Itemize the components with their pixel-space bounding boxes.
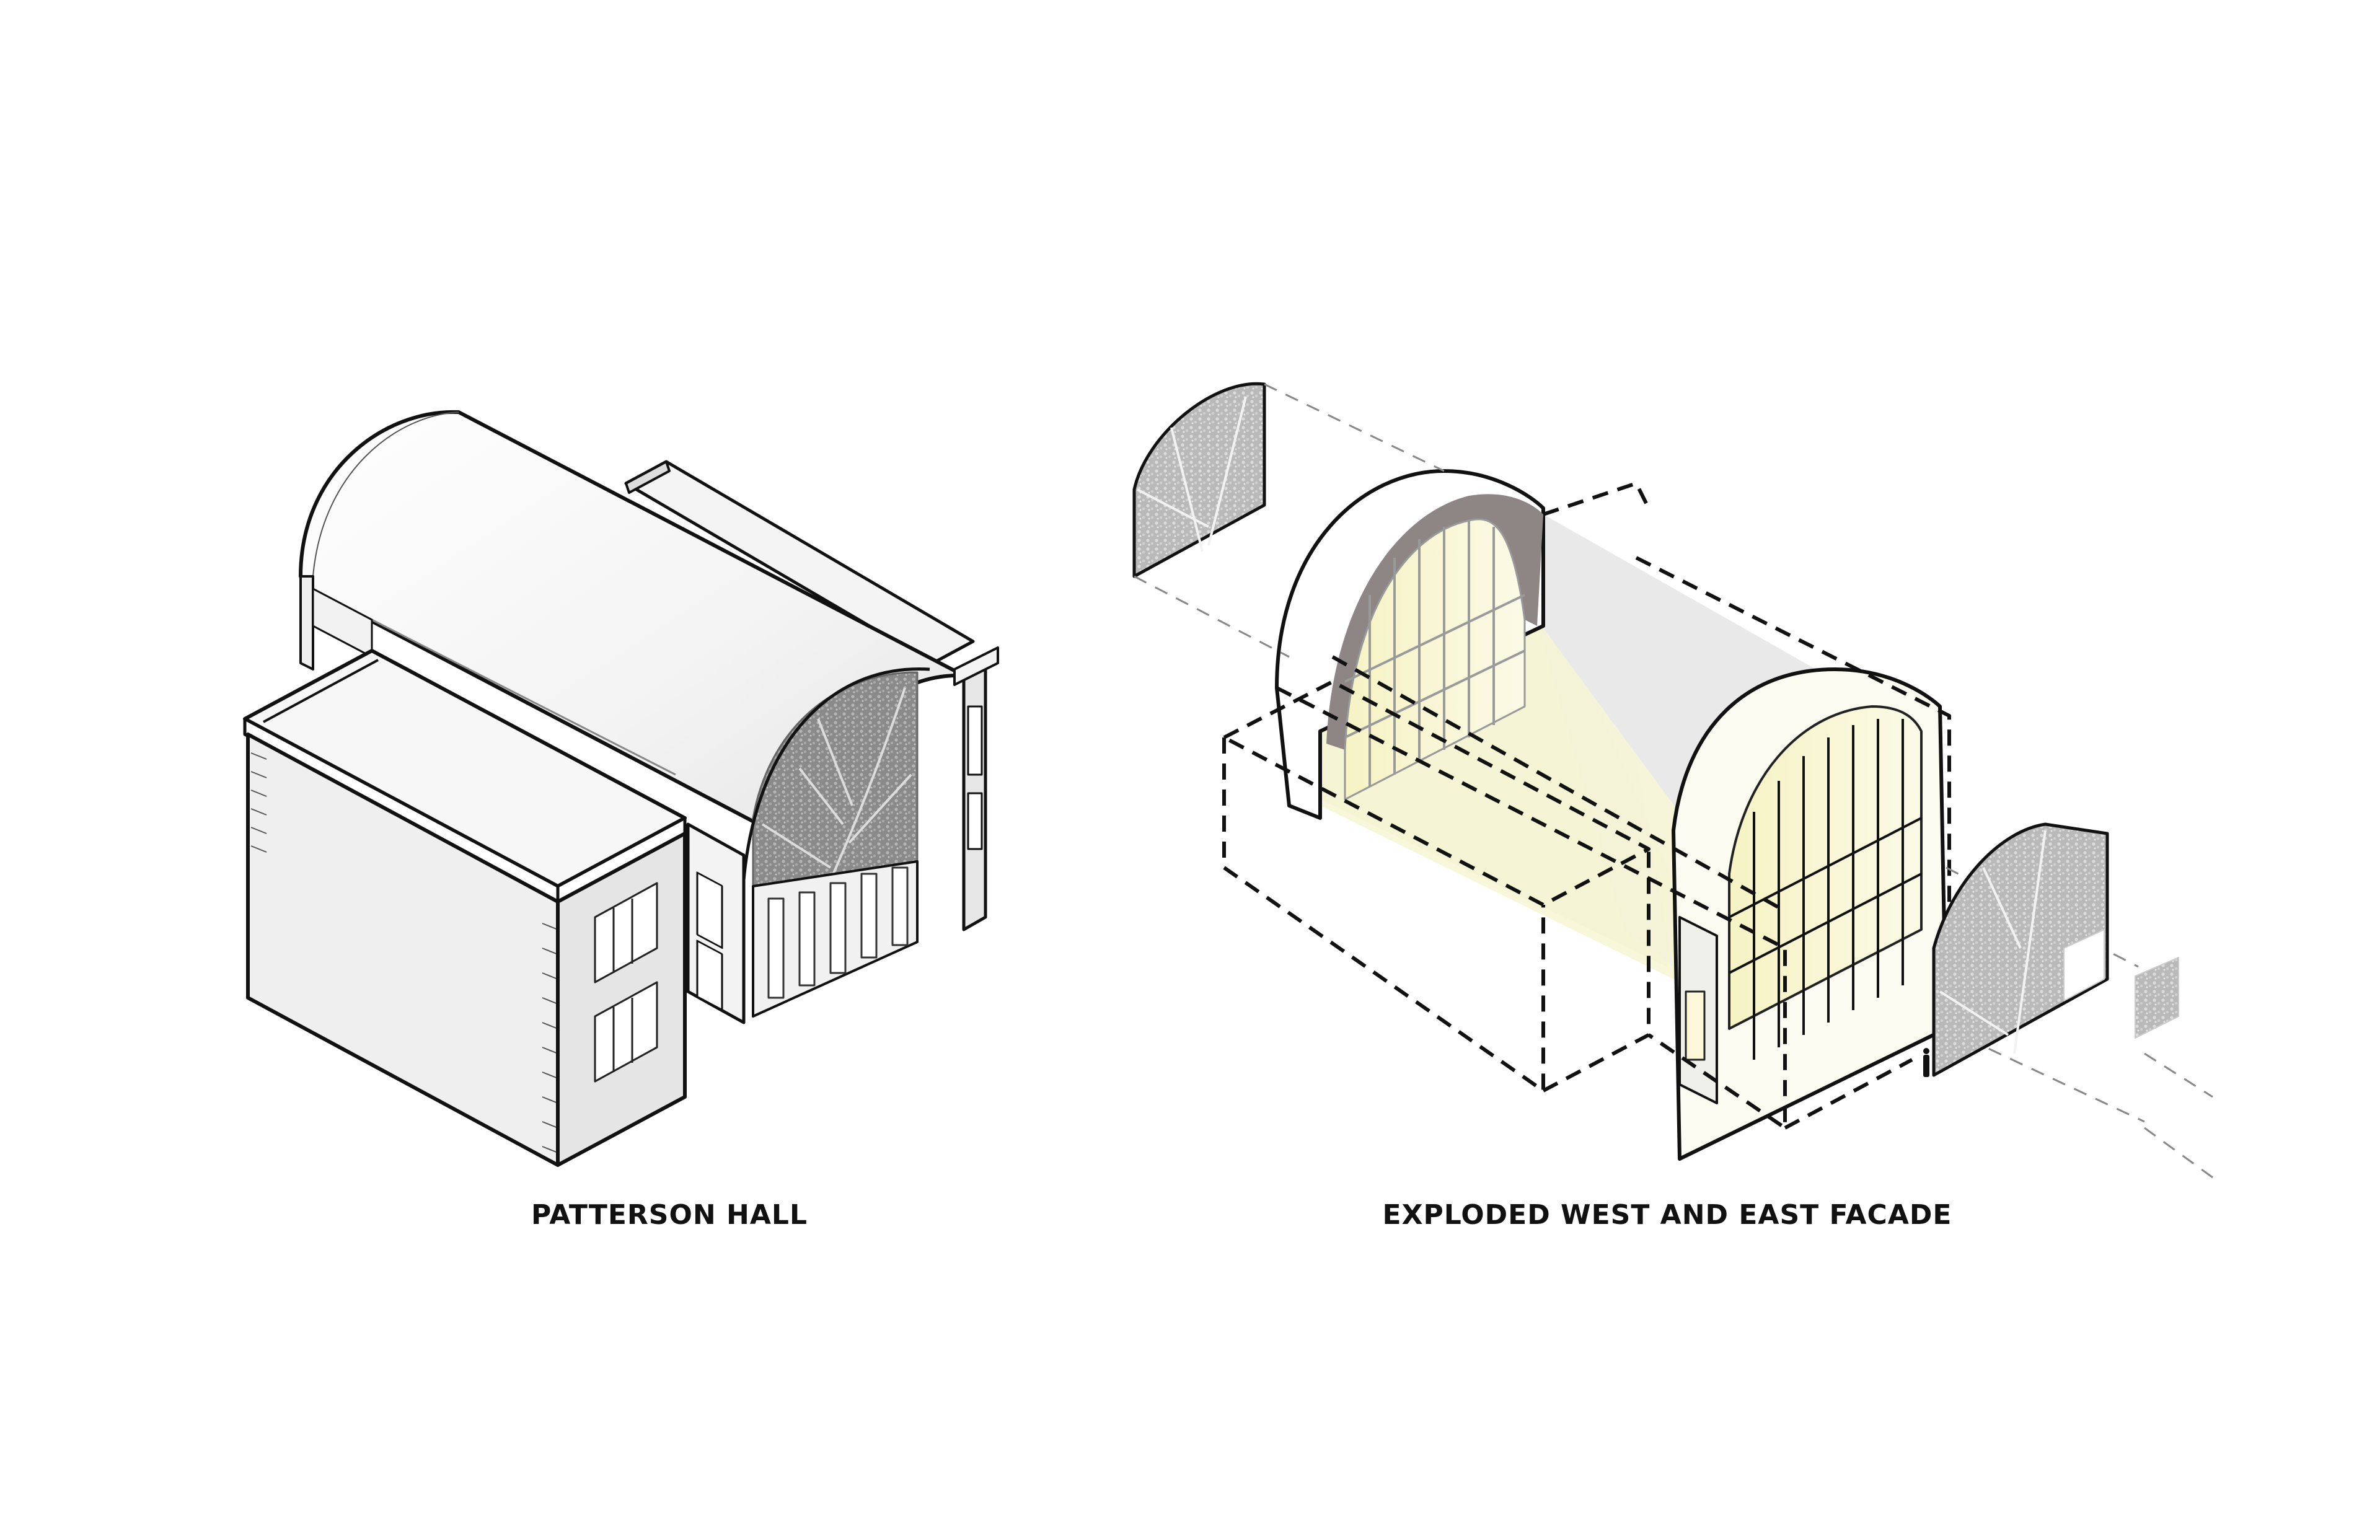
colonnade-piers	[767, 866, 909, 999]
east-side-door	[1685, 990, 1706, 1061]
west-glazing-mullions	[1344, 521, 1525, 787]
connector-window-upper	[696, 871, 723, 949]
leaf-veins-icon	[1137, 396, 1247, 552]
west-arch-glazing	[1344, 518, 1526, 801]
pavilion-window	[967, 705, 983, 776]
east-panel-door-opening	[2063, 929, 2105, 1001]
leaf-veins-icon	[761, 687, 912, 881]
pavilion-window	[967, 792, 983, 850]
leaf-veins-icon	[1939, 830, 2047, 1054]
caption-patterson-hall: PATTERSON HALL	[531, 1199, 808, 1231]
caption-exploded-facade: EXPLODED WEST AND EAST FACADE	[1382, 1199, 1952, 1231]
left-building	[243, 410, 999, 1167]
exploded-facade-axonometric	[1132, 382, 2213, 1179]
annex-quoins	[250, 752, 558, 1153]
leaf-arched-facade	[752, 671, 919, 887]
east-leaf-facade-panel	[1932, 822, 2109, 1077]
west-leaf-facade-panel	[1132, 382, 1266, 578]
dashed-existing-massing	[1222, 482, 1951, 1130]
human-scale-figure-icon	[1923, 1048, 1929, 1077]
east-glazing-mullions	[1729, 719, 1922, 1060]
annex-windows	[594, 882, 658, 1083]
connector-window-lower	[696, 939, 723, 1011]
small-leaf-panel	[2135, 957, 2179, 1039]
